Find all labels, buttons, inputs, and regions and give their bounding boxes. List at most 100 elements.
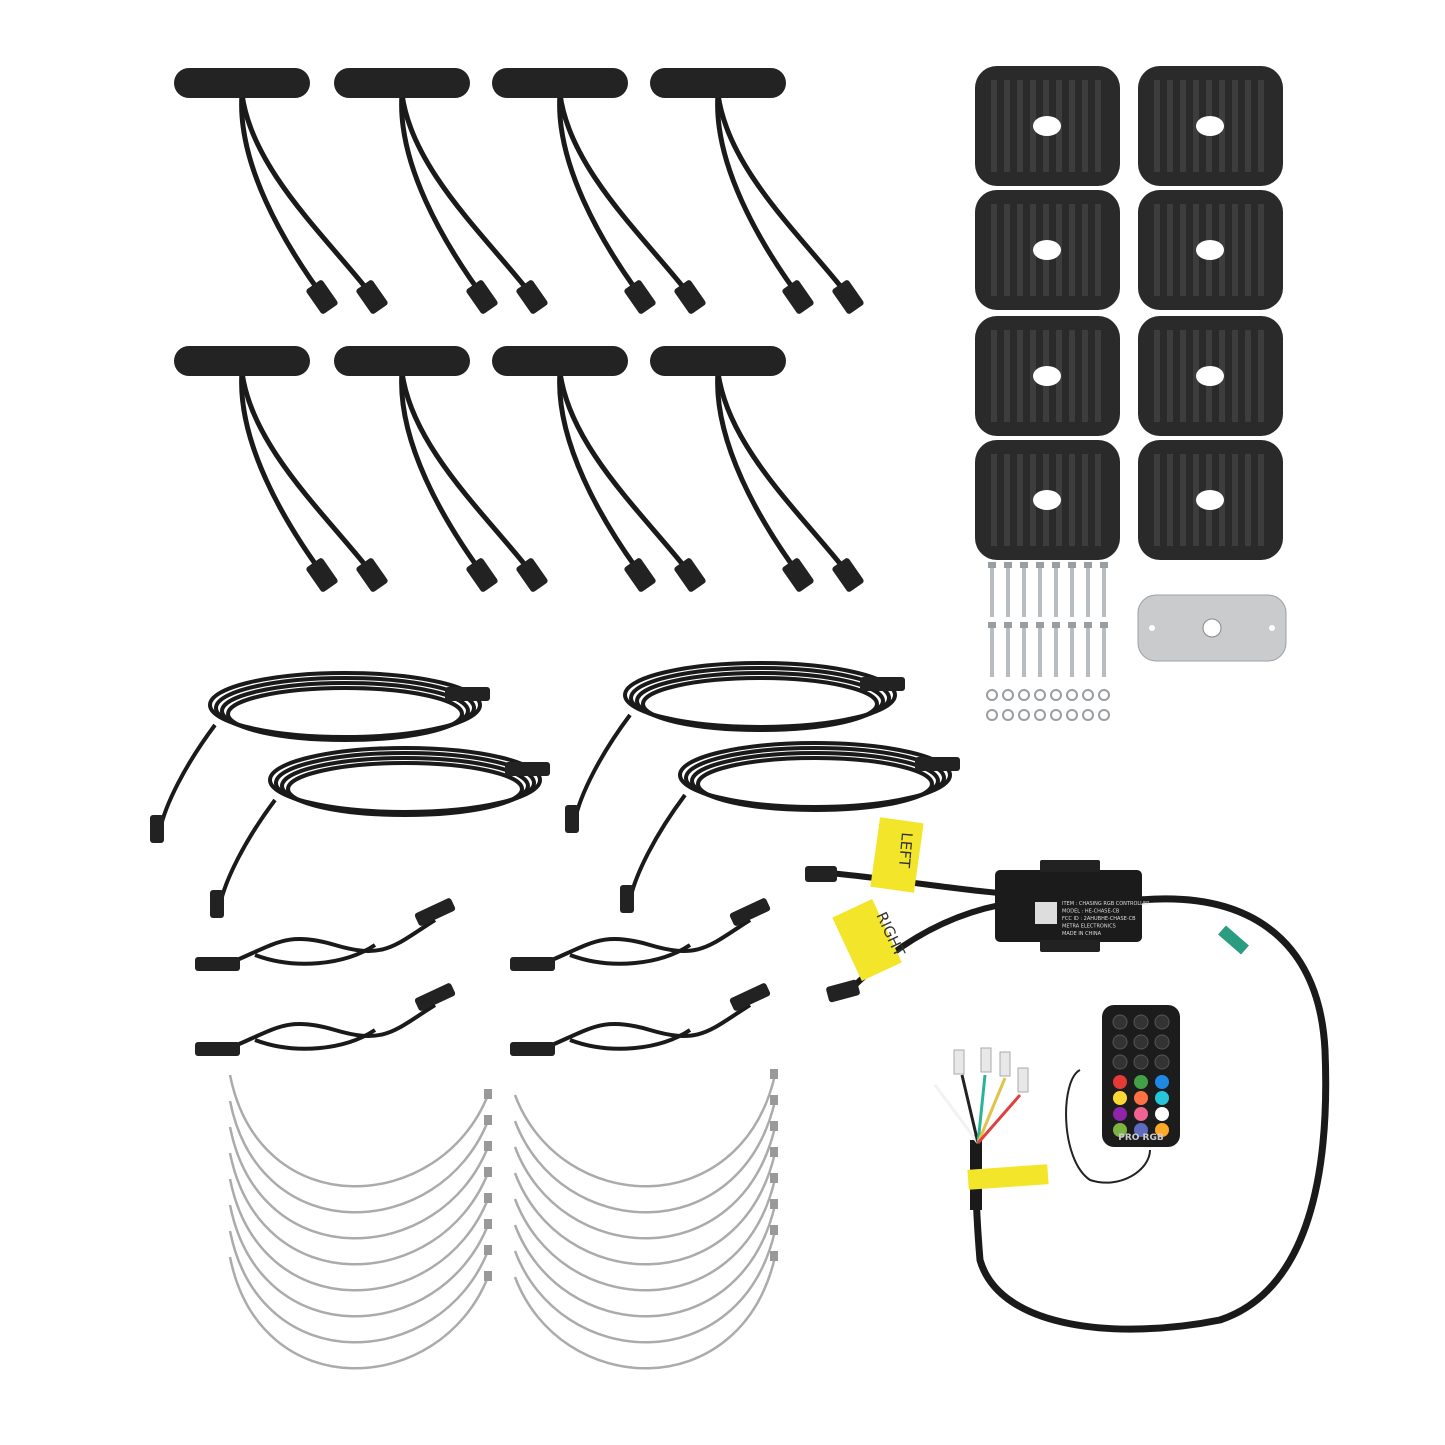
pod-housing — [650, 346, 786, 376]
mounting-bracket — [975, 66, 1120, 186]
pod-cable — [557, 371, 648, 582]
remote-brand: PRO RGB — [1118, 1133, 1164, 1143]
tag-right: RIGHT — [832, 898, 909, 982]
mounting-plate — [1137, 594, 1287, 662]
washer — [1082, 689, 1094, 701]
remote-button — [1133, 1034, 1149, 1050]
pod-cable — [399, 93, 539, 304]
controller-label-line: FCC ID : 2AHUBHE-CHASE-CB — [1062, 916, 1136, 922]
pod-cable — [557, 93, 648, 304]
long-extension-cable — [620, 741, 960, 913]
cable-connector — [195, 957, 240, 971]
cable-connector — [729, 983, 771, 1011]
extension-cables-short — [195, 898, 771, 1056]
zip-tie-head — [484, 1271, 492, 1281]
short-extension-cable — [195, 898, 456, 971]
cable-connector — [729, 898, 771, 926]
zip-tie-head — [484, 1167, 492, 1177]
remote-color-button — [1134, 1107, 1148, 1121]
pod-cable — [715, 93, 855, 304]
zip-tie — [228, 1126, 490, 1240]
washer — [1002, 689, 1014, 701]
zip-tie — [228, 1204, 490, 1318]
mounting-bracket — [975, 440, 1120, 560]
long-extension-cable — [210, 746, 550, 918]
pod-cable — [715, 371, 855, 582]
washer — [1050, 689, 1062, 701]
pod-housing — [492, 346, 628, 376]
rock-light-pod — [492, 346, 706, 592]
pod-connector — [674, 558, 706, 592]
cable-connector — [210, 890, 224, 918]
controller-box — [995, 870, 1142, 942]
pod-connector — [782, 558, 814, 592]
short-extension-cable — [510, 898, 771, 971]
pod-cable — [239, 93, 330, 304]
rock-light-pod — [174, 68, 388, 314]
remote-button — [1133, 1054, 1149, 1070]
screw — [1054, 562, 1058, 617]
zip-tie — [513, 1126, 777, 1240]
washer — [1050, 709, 1062, 721]
remote-color-button — [1134, 1123, 1148, 1137]
zip-tie-head — [484, 1115, 492, 1125]
mounting-bracket — [975, 190, 1120, 310]
screw — [1006, 622, 1010, 677]
washer — [986, 709, 998, 721]
remote-button — [1112, 1054, 1128, 1070]
washer — [986, 689, 998, 701]
pod-cable — [399, 93, 490, 304]
zip-tie — [228, 1178, 490, 1292]
pod-cable — [239, 371, 330, 582]
remote-color-button — [1113, 1123, 1127, 1137]
screw — [1038, 622, 1042, 677]
screw — [1102, 622, 1106, 677]
cable-connector — [414, 898, 456, 926]
short-extension-cable — [195, 983, 456, 1056]
rock-light-pod — [174, 346, 388, 592]
remote-button — [1112, 1034, 1128, 1050]
remote-color-button — [1113, 1091, 1127, 1105]
zip-tie-head — [770, 1225, 778, 1235]
rock-light-pod — [334, 68, 548, 314]
zip-tie-head — [770, 1095, 778, 1105]
mounting-bracket — [1138, 66, 1283, 186]
zip-tie-head — [484, 1245, 492, 1255]
pod-connector — [782, 280, 814, 314]
zip-tie-head — [770, 1069, 778, 1079]
tag-left: LEFT — [870, 817, 924, 893]
pod-connector — [624, 280, 656, 314]
pod-connector — [832, 558, 864, 592]
screw — [1038, 562, 1042, 617]
rock-light-pod — [650, 68, 864, 314]
cable-connector — [505, 762, 550, 776]
controller-label-line: ITEM : CHASING RGB CONTROLLER — [1062, 901, 1150, 907]
remote-color-button — [1155, 1091, 1169, 1105]
zip-tie — [513, 1152, 777, 1266]
screw — [1070, 562, 1074, 617]
cable-connector — [860, 677, 905, 691]
pod-connector — [306, 558, 338, 592]
cable-connector — [915, 757, 960, 771]
remote-color-button — [1134, 1091, 1148, 1105]
connector-right — [826, 979, 860, 1003]
remote-control: PRO RGB — [1065, 1005, 1180, 1184]
rock-light-pod — [650, 346, 864, 592]
pod-connector — [624, 558, 656, 592]
pod-housing — [334, 68, 470, 98]
qr-code — [1035, 902, 1057, 924]
zip-tie — [513, 1178, 777, 1292]
cable-connector — [414, 983, 456, 1011]
zip-tie-head — [770, 1173, 778, 1183]
screw — [1006, 562, 1010, 617]
wire-leads — [933, 1047, 1049, 1210]
cable-connector — [565, 805, 579, 833]
zip-tie-head — [770, 1121, 778, 1131]
pod-connector — [466, 280, 498, 314]
washer — [1082, 709, 1094, 721]
cable-connector — [620, 885, 634, 913]
pod-connector — [516, 558, 548, 592]
cable-connector — [445, 687, 490, 701]
pod-housing — [650, 68, 786, 98]
